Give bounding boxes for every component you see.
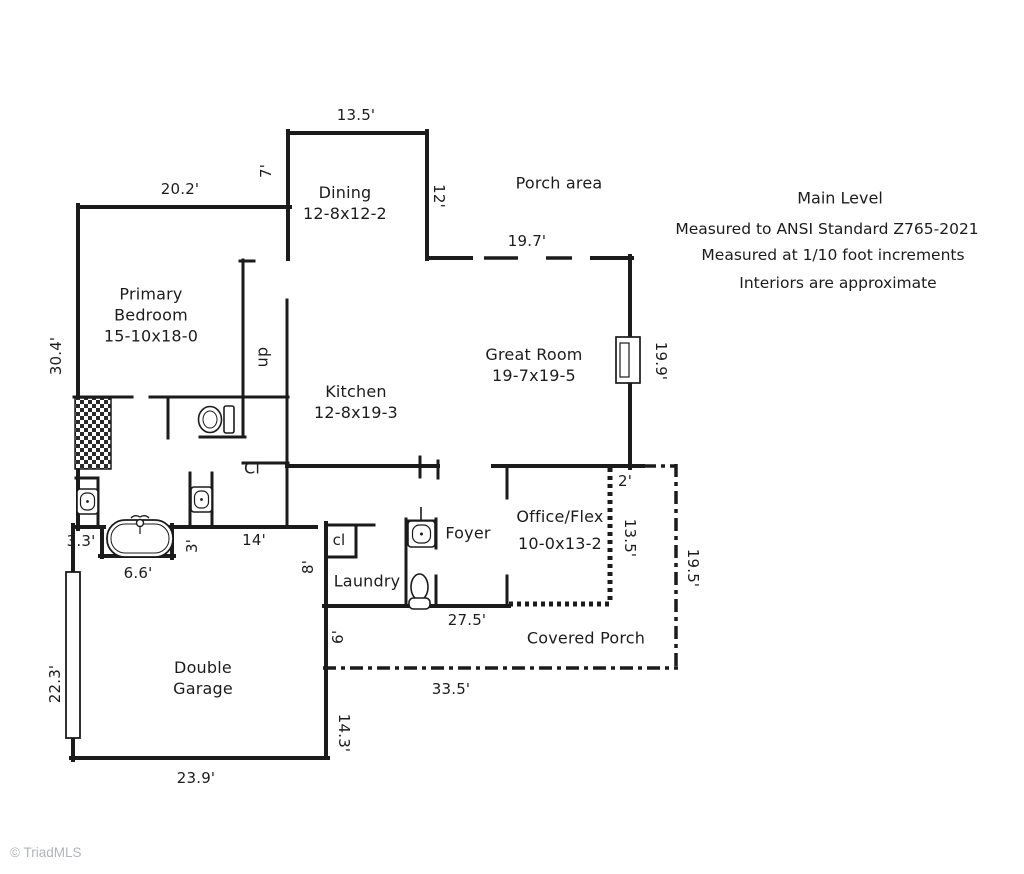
closet-label-small: cl [332, 531, 346, 550]
dim-dining-top: 13.5' [336, 106, 376, 125]
office-dotted-walls [509, 468, 613, 607]
room-name: Dining [318, 182, 372, 202]
dim-porch-bottom: 33.5' [431, 680, 471, 699]
wall-laundry-closet [324, 523, 376, 559]
sink-icon [190, 486, 213, 513]
room-label-office-flex: Office/Flex 10-0x13-2 [516, 503, 603, 557]
fixtures [65, 336, 641, 739]
room-dims: 12-8x12-2 [303, 204, 387, 223]
dim-bath-left: 3.3' [66, 532, 96, 551]
room-dims: 19-7x19-5 [492, 366, 576, 385]
toilet-icon [197, 405, 235, 434]
dim-laundry-left: 8' [299, 559, 318, 575]
dim-garage-right: 14.3' [334, 713, 353, 753]
covered-porch-boundary [323, 464, 678, 670]
toilet-icon [408, 573, 431, 610]
room-dims: 15-10x18-0 [103, 326, 199, 346]
room-label-great-room: Great Room 19-7x19-5 [485, 344, 582, 386]
dim-dining-right: 12' [429, 184, 448, 208]
room-name: Primary Bedroom [114, 284, 188, 325]
bathtub-icon [106, 515, 174, 558]
room-label-double-garage: Double Garage [163, 657, 243, 699]
room-label-dining: Dining 12-8x12-2 [303, 182, 387, 224]
fireplace-icon [615, 336, 641, 384]
plan-note-approximate: Interiors are approximate [739, 274, 937, 292]
dim-porch-top: 19.7' [507, 232, 547, 251]
dim-garage-left: 22.3' [46, 664, 65, 704]
plan-note-increments: Measured at 1/10 foot increments [701, 246, 965, 264]
dim-dining-left: 7' [257, 163, 276, 179]
room-name: Double Garage [173, 657, 233, 698]
sink-icon [407, 507, 436, 548]
closet-label: Cl [243, 458, 261, 478]
door-jambs-foyer [418, 455, 440, 480]
room-label-foyer: Foyer [445, 523, 491, 543]
dim-garage-bottom: 23.9' [176, 769, 216, 788]
sink-icon [76, 488, 99, 515]
room-label-porch-area: Porch area [515, 173, 603, 193]
dim-porch-left: 6' [329, 629, 348, 645]
watermark-triadmls: © TriadMLS [10, 845, 82, 860]
dim-office-right: 13.5' [620, 518, 639, 558]
exterior-walls [69, 129, 645, 762]
dim-laundry-bottom: 27.5' [447, 611, 487, 630]
room-name: Kitchen [325, 381, 387, 401]
dim-vanity-wall: 3' [183, 538, 202, 554]
room-label-primary-bedroom: Primary Bedroom 15-10x18-0 [103, 283, 199, 346]
dim-bedroom-left: 30.4' [47, 336, 66, 376]
plan-note-standard: Measured to ANSI Standard Z765-2021 [675, 220, 979, 238]
room-name: Great Room [485, 344, 583, 364]
dim-porch-right: 19.5' [683, 548, 702, 588]
room-label-laundry: Laundry [333, 571, 401, 591]
room-dims: 12-8x19-3 [314, 403, 398, 422]
shower-icon [74, 397, 112, 470]
dim-hall-bottom: 14' [242, 531, 266, 550]
room-label-kitchen: Kitchen 12-8x19-3 [314, 381, 398, 423]
room-label-covered-porch: Covered Porch [526, 628, 646, 648]
dim-great-room-right: 19.9' [651, 341, 670, 381]
stairs-up-label: up [252, 346, 272, 368]
dim-bedroom-top: 20.2' [160, 180, 200, 199]
garage-door-icon [65, 571, 81, 739]
room-dims: 10-0x13-2 [518, 534, 602, 553]
dim-office-offset: 2' [617, 472, 633, 491]
room-name: Office/Flex [516, 506, 604, 526]
dim-tub-alcove: 6.6' [123, 564, 153, 583]
plan-title: Main Level [797, 188, 883, 208]
